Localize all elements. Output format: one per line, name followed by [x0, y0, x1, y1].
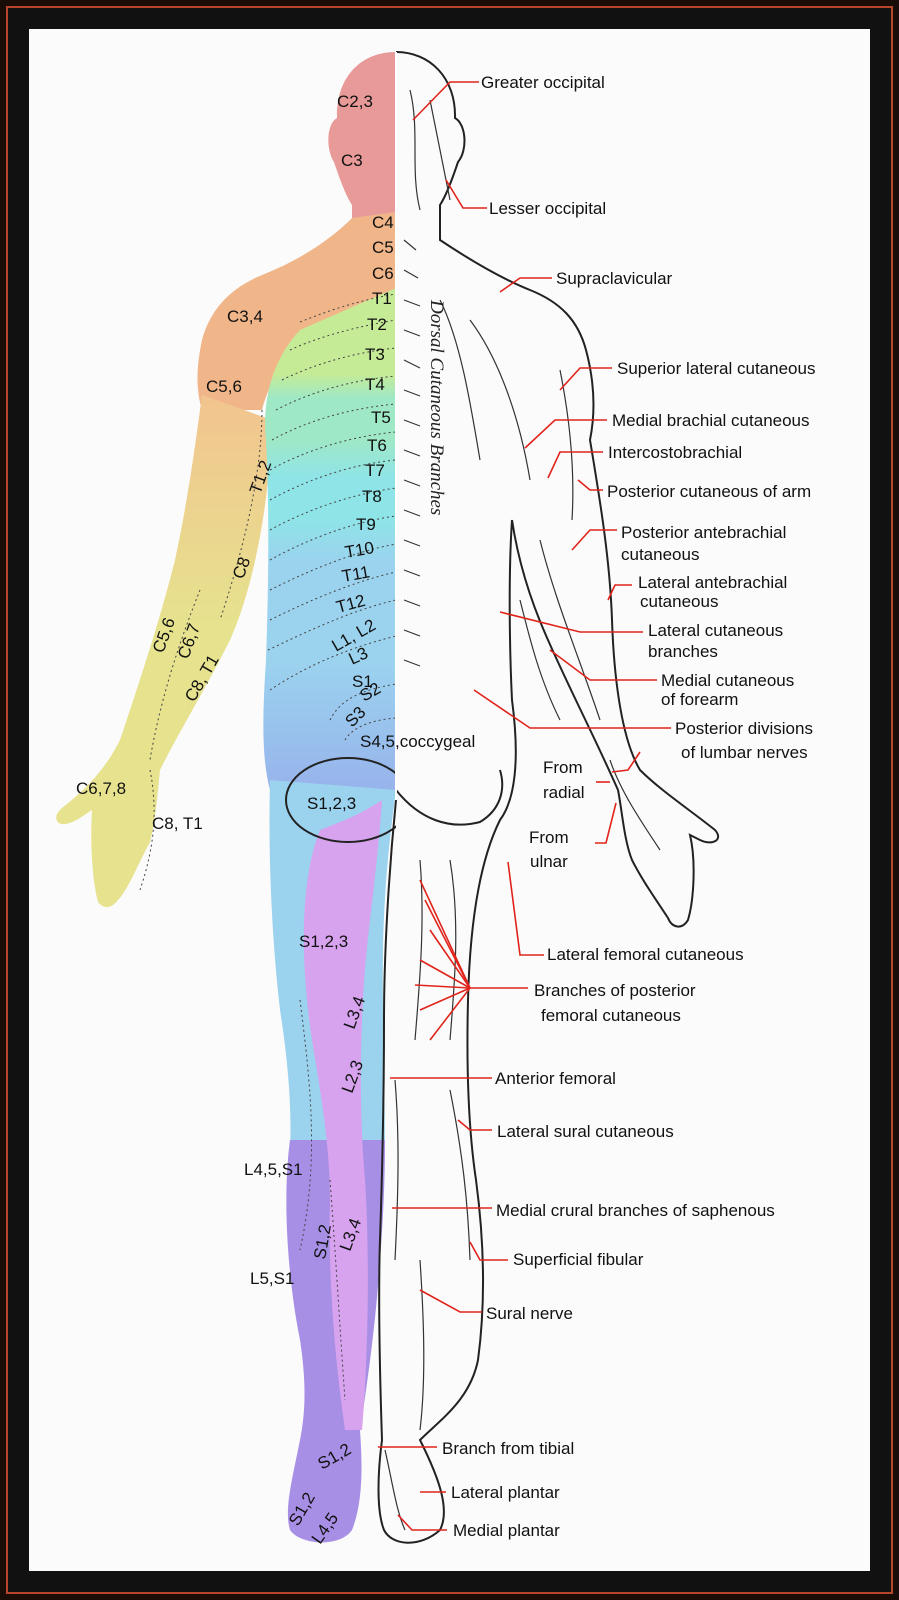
label-lateral-cutaneous-branches-2: branches — [648, 642, 718, 661]
vertical-title: Dorsal Cutaneous Branches — [426, 299, 447, 515]
nerve-branches — [384, 89, 661, 1531]
derm-t7: T7 — [365, 461, 385, 480]
label-medial-plantar: Medial plantar — [453, 1521, 560, 1540]
derm-c34: C3,4 — [227, 307, 263, 326]
label-medial-cutaneous-forearm-2: of forearm — [661, 690, 738, 709]
arm-region — [56, 395, 273, 908]
label-lateral-antebrachial-2: cutaneous — [640, 592, 718, 611]
derm-t11: T11 — [340, 562, 371, 586]
label-branch-from-tibial: Branch from tibial — [442, 1439, 574, 1458]
derm-c3: C3 — [341, 151, 363, 170]
label-posterior-cutaneous-arm: Posterior cutaneous of arm — [607, 482, 811, 501]
label-greater-occipital: Greater occipital — [481, 73, 605, 92]
derm-t3: T3 — [365, 345, 385, 364]
dermatome-contours — [139, 293, 396, 1401]
label-from-radial-1: From — [543, 758, 583, 777]
derm-c56: C5,6 — [206, 377, 242, 396]
label-medial-cutaneous-forearm-1: Medial cutaneous — [661, 671, 794, 690]
derm-s1: S1 — [352, 672, 373, 691]
buttock-outline — [285, 757, 396, 843]
derm-t1: T1 — [372, 289, 392, 308]
derm-c23: C2,3 — [337, 92, 373, 111]
label-from-ulnar-1: From — [529, 828, 569, 847]
label-superior-lateral-cutaneous: Superior lateral cutaneous — [617, 359, 815, 378]
shoulder-region — [197, 212, 396, 410]
leader-lines — [378, 81, 671, 1531]
label-posterior-divisions-2: of lumbar nerves — [681, 743, 808, 762]
right-half-outline — [377, 51, 720, 1544]
colored-half — [56, 52, 396, 1543]
back-region — [263, 288, 396, 790]
derm-s123-buttock: S1,2,3 — [307, 794, 356, 813]
label-superficial-fibular: Superficial fibular — [513, 1250, 644, 1269]
derm-s45: S4,5,coccygeal — [360, 732, 475, 751]
derm-t9: T9 — [356, 515, 376, 534]
label-branches-posterior-femoral-1: Branches of posterior — [534, 981, 696, 1000]
derm-l45s1: L4,5,S1 — [244, 1160, 303, 1179]
derm-s123-thigh: S1,2,3 — [299, 932, 348, 951]
derm-t8: T8 — [362, 487, 382, 506]
label-lateral-femoral-cutaneous: Lateral femoral cutaneous — [547, 945, 744, 964]
nerve-labels: Greater occipital Lesser occipital Supra… — [442, 73, 815, 1540]
diagram-canvas — [29, 29, 870, 1571]
label-medial-brachial-cutaneous: Medial brachial cutaneous — [612, 411, 810, 430]
label-branches-posterior-femoral-2: femoral cutaneous — [541, 1006, 681, 1025]
label-posterior-divisions-1: Posterior divisions — [675, 719, 813, 738]
derm-t4: T4 — [365, 375, 385, 394]
label-medial-crural-saphenous: Medial crural branches of saphenous — [496, 1201, 775, 1220]
derm-c4: C4 — [372, 213, 394, 232]
label-supraclavicular: Supraclavicular — [556, 269, 673, 288]
derm-c678: C6,7,8 — [76, 779, 126, 798]
label-sural-nerve: Sural nerve — [486, 1304, 573, 1323]
label-lateral-sural-cutaneous: Lateral sural cutaneous — [497, 1122, 674, 1141]
sacral-band — [303, 800, 382, 1430]
label-from-ulnar-2: ulnar — [530, 852, 568, 871]
head-region — [328, 52, 396, 228]
derm-c6: C6 — [372, 264, 394, 283]
label-from-radial-2: radial — [543, 783, 585, 802]
derm-t5: T5 — [371, 408, 391, 427]
label-lateral-cutaneous-branches-1: Lateral cutaneous — [648, 621, 783, 640]
derm-t2: T2 — [367, 315, 387, 334]
label-lesser-occipital: Lesser occipital — [489, 199, 606, 218]
label-anterior-femoral: Anterior femoral — [495, 1069, 616, 1088]
label-intercostobrachial: Intercostobrachial — [608, 443, 742, 462]
derm-t6: T6 — [367, 436, 387, 455]
label-posterior-antebrachial-1: Posterior antebrachial — [621, 523, 786, 542]
derm-c5: C5 — [372, 238, 394, 257]
label-lateral-antebrachial-1: Lateral antebrachial — [638, 573, 787, 592]
derm-t10: T10 — [343, 538, 375, 562]
derm-c8t1-hand: C8, T1 — [152, 814, 203, 833]
label-posterior-antebrachial-2: cutaneous — [621, 545, 699, 564]
label-lateral-plantar: Lateral plantar — [451, 1483, 560, 1502]
derm-l5s1: L5,S1 — [250, 1269, 294, 1288]
